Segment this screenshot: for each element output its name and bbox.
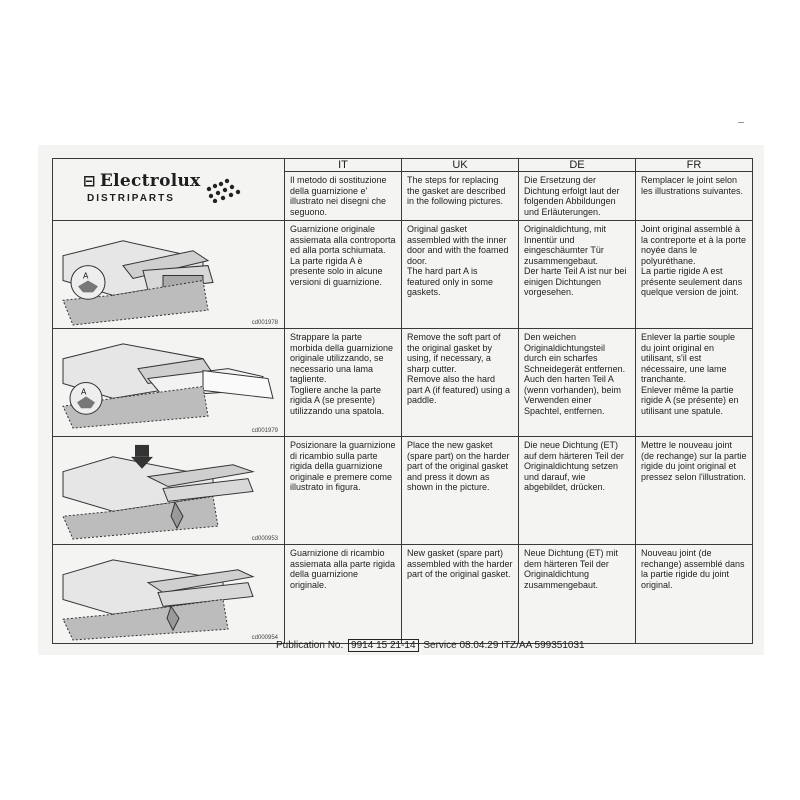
intro-row: Il metodo di sostituzione della guarnizi… [53,171,753,221]
step-figure: cd000953 [52,436,285,545]
intro-fr: Remplacer le joint selon les illustratio… [635,171,753,221]
lang-header-it: IT [284,158,402,172]
figure-code: cd001978 [251,320,278,326]
brand-logo: ⊟Electrolux DISTRIPARTS [52,158,285,221]
brand-subtitle: DISTRIPARTS [87,193,175,204]
lang-header-uk: UK [401,158,519,172]
distriparts-dots-icon [206,178,241,203]
step-row: A cd001979 Strappare la parte morbida de… [52,328,753,437]
remove-gasket-illustration-icon: A [62,343,274,429]
electrolux-logo-icon: ⊟ [83,172,96,190]
step-figure: cd000954 [52,544,285,644]
step-text-uk: Original gasket assembled with the inner… [401,220,519,329]
intro-de: Die Ersetzung der Dichtung erfolgt laut … [518,171,636,221]
svg-text:A: A [83,271,89,280]
brand-name: Electrolux [99,171,201,191]
step-text-it: Strappare la parte morbida della guarniz… [284,328,402,437]
step-row: cd000953 Posizionare la guarnizione di r… [52,436,753,545]
publication-footer: Publication No. 9914 15 21-14 Service 08… [276,639,585,652]
step-text-de: Den weichen Originaldichtungsteil durch … [518,328,636,437]
figure-code: cd000954 [251,635,278,641]
press-new-gasket-illustration-icon [62,444,255,540]
assembled-spare-gasket-illustration-icon [62,559,255,641]
step-text-uk: New gasket (spare part) assembled with t… [401,544,519,644]
step-figure: A cd001978 [52,220,285,329]
step-text-de: Neue Dichtung (ET) mit dem härteren Teil… [518,544,636,644]
step-text-fr: Joint original assemblé à la contreporte… [635,220,753,329]
step-row: cd000954 Guarnizione di ricambio assiema… [52,544,753,644]
step-text-uk: Place the new gasket (spare part) on the… [401,436,519,545]
step-text-de: Die neue Dichtung (ET) auf dem härteren … [518,436,636,545]
step-text-fr: Nouveau joint (de rechange) assemblé dan… [635,544,753,644]
step-text-fr: Mettre le nouveau joint (de rechange) su… [635,436,753,545]
lang-header-fr: FR [635,158,753,172]
step-row: A cd001978 Guarnizione originale assiema… [52,220,753,329]
step-figure: A cd001979 [52,328,285,437]
svg-text:A: A [81,387,87,396]
intro-uk: The steps for replacing the gasket are d… [401,171,519,221]
step-text-it: Guarnizione di ricambio assiemata alla p… [284,544,402,644]
publication-label: Publication No. [276,640,344,651]
instruction-table: ⊟Electrolux DISTRIPARTS IT UK DE FR Il m… [52,158,753,644]
lang-header-de: DE [518,158,636,172]
margin-mark [738,122,744,123]
figure-code: cd000953 [251,536,278,542]
original-gasket-illustration-icon: A [62,240,214,326]
step-text-fr: Enlever la partie souple du joint origin… [635,328,753,437]
step-text-uk: Remove the soft part of the original gas… [401,328,519,437]
intro-it: Il metodo di sostituzione della guarnizi… [284,171,402,221]
step-text-it: Posizionare la guarnizione di ricambio s… [284,436,402,545]
service-info: Service 08.04.29 ITZ/AA 599351031 [423,640,585,651]
step-text-de: Originaldichtung, mit Innentür und einge… [518,220,636,329]
figure-code: cd001979 [251,428,278,434]
step-text-it: Guarnizione originale assiemata alla con… [284,220,402,329]
language-header-row: ⊟Electrolux DISTRIPARTS IT UK DE FR [52,158,753,221]
publication-number: 9914 15 21-14 [348,639,419,652]
